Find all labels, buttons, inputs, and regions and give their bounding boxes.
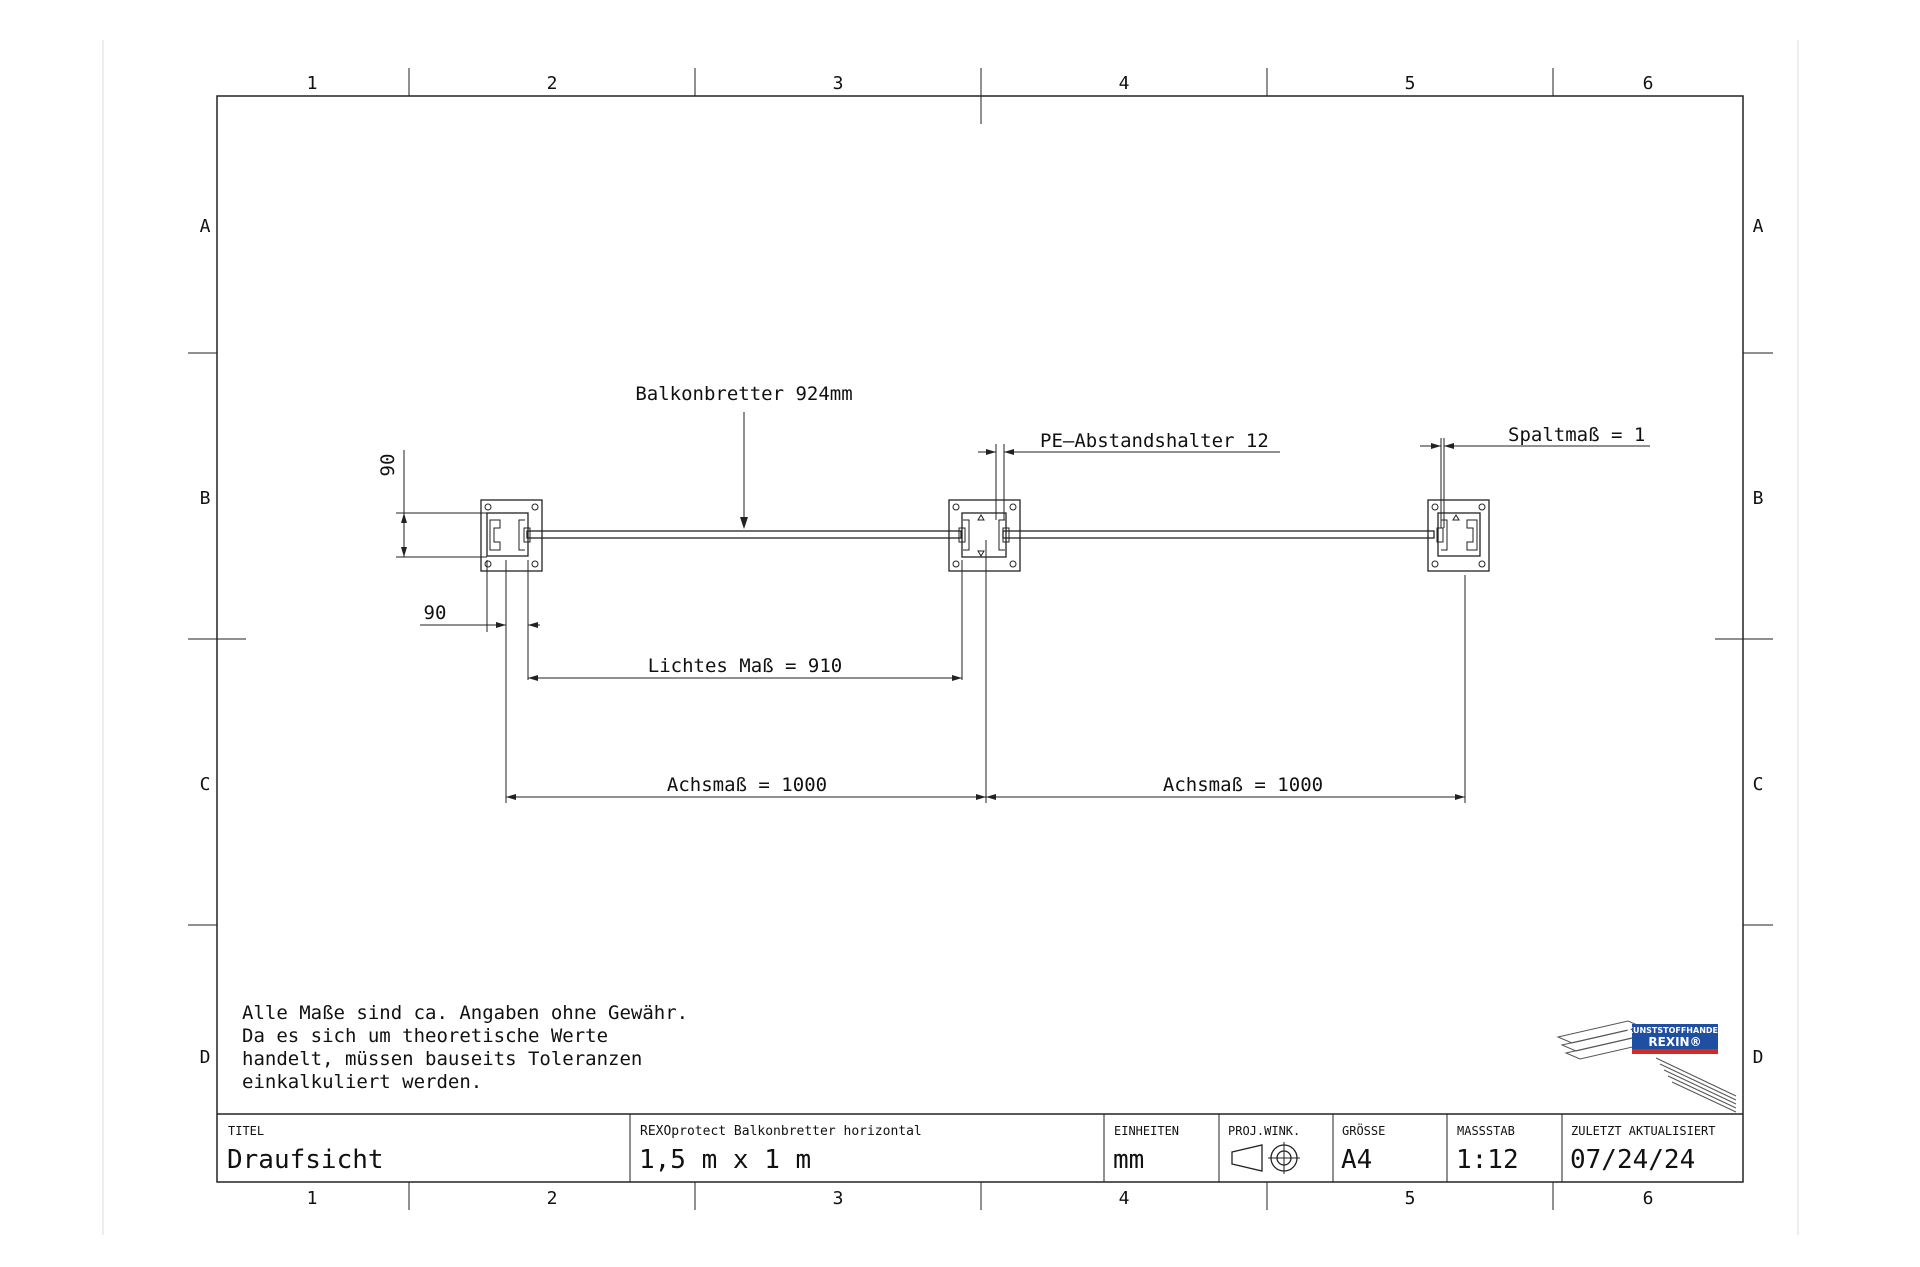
- row-label: A: [1753, 216, 1764, 237]
- col-label: 3: [833, 73, 844, 94]
- units-label: EINHEITEN: [1114, 1124, 1179, 1138]
- axis-left-label: Achsmaß = 1000: [667, 774, 827, 796]
- title-label: TITEL: [228, 1124, 264, 1138]
- scale-label: MASSSTAB: [1457, 1124, 1515, 1138]
- col-label: 4: [1119, 1188, 1130, 1209]
- note-line: Alle Maße sind ca. Angaben ohne Gewähr.: [242, 1002, 688, 1024]
- gap-label: Spaltmaß = 1: [1508, 424, 1645, 446]
- zone-ticks-right: [1715, 352, 1773, 926]
- desc-label: REXOprotect Balkonbretter horizontal: [640, 1124, 922, 1139]
- scale-value: 1:12: [1456, 1145, 1519, 1175]
- col-label: 4: [1119, 73, 1130, 94]
- board-leader: [740, 412, 748, 529]
- disclaimer-note: Alle Maße sind ca. Angaben ohne Gewähr. …: [242, 1002, 688, 1093]
- row-label: C: [1753, 774, 1764, 795]
- title-value: Draufsicht: [227, 1145, 384, 1175]
- logo-banner-top: [1632, 1024, 1718, 1035]
- col-label: 6: [1643, 73, 1654, 94]
- gap-dimension: [1420, 438, 1650, 528]
- row-label: D: [200, 1047, 211, 1068]
- projection-angle-icon: [1231, 1142, 1300, 1174]
- row-label: B: [200, 488, 211, 509]
- zone-ticks-top: [408, 68, 1554, 124]
- logo-brand-text: REXIN®: [1648, 1035, 1701, 1049]
- col-label: 5: [1405, 1188, 1416, 1209]
- post-width-dimension: [420, 560, 540, 680]
- col-label: 2: [547, 73, 558, 94]
- post-left: [480, 499, 543, 572]
- updated-value: 07/24/24: [1570, 1145, 1695, 1175]
- col-label: 2: [547, 1188, 558, 1209]
- note-line: einkalkuliert werden.: [242, 1071, 482, 1093]
- clear-span-dimension: [528, 560, 963, 681]
- col-labels-top: 1 2 3 4 5 6: [307, 73, 1654, 94]
- note-line: Da es sich um theoretische Werte: [242, 1025, 608, 1047]
- spacer-dimension: [978, 444, 1280, 520]
- row-label: C: [200, 774, 211, 795]
- row-label: B: [1753, 488, 1764, 509]
- axis-right-label: Achsmaß = 1000: [1163, 774, 1323, 796]
- units-value: mm: [1113, 1145, 1144, 1175]
- desc-value: 1,5 m x 1 m: [639, 1145, 811, 1175]
- post-right: [1427, 499, 1490, 572]
- col-label: 1: [307, 73, 318, 94]
- zone-ticks-bottom: [408, 1182, 1554, 1210]
- proj-label: PROJ.WINK.: [1228, 1124, 1300, 1138]
- size-value: A4: [1341, 1145, 1372, 1175]
- col-label: 1: [307, 1188, 318, 1209]
- zone-ticks-left: [188, 352, 246, 926]
- row-label: D: [1753, 1047, 1764, 1068]
- col-labels-bottom: 1 2 3 4 5 6: [307, 1188, 1654, 1209]
- post-height-dimension: [396, 450, 487, 558]
- logo-red-strip: [1632, 1049, 1718, 1054]
- balcony-board: [526, 530, 1435, 539]
- row-labels-left: A B C D: [200, 216, 211, 1068]
- col-label: 6: [1643, 1188, 1654, 1209]
- title-block: TITEL Draufsicht REXOprotect Balkonbrett…: [217, 1113, 1743, 1182]
- row-labels-right: A B C D: [1753, 216, 1764, 1068]
- col-label: 3: [833, 1188, 844, 1209]
- logo-banner: [1632, 1035, 1718, 1049]
- post-width-label: 90: [424, 602, 447, 624]
- note-line: handelt, müssen bauseits Toleranzen: [242, 1048, 642, 1070]
- spacer-label: PE–Abstandshalter 12: [1040, 430, 1269, 452]
- board-label: Balkonbretter 924mm: [635, 383, 852, 405]
- rexin-logo: KUNSTSTOFFHANDEL REXIN®: [1556, 1020, 1737, 1113]
- logo-top-text: KUNSTSTOFFHANDEL: [1627, 1026, 1723, 1035]
- col-label: 5: [1405, 73, 1416, 94]
- post-middle: [948, 499, 1021, 572]
- clear-span-label: Lichtes Maß = 910: [648, 655, 842, 677]
- row-label: A: [200, 216, 211, 237]
- size-label: GRÖSSE: [1342, 1122, 1385, 1138]
- post-height-label: 90: [377, 454, 399, 477]
- axis-dimension: [505, 540, 1466, 803]
- updated-label: ZULETZT AKTUALISIERT: [1571, 1124, 1716, 1138]
